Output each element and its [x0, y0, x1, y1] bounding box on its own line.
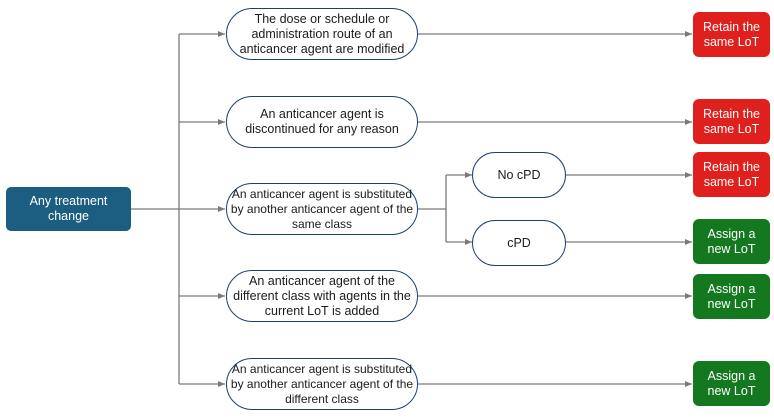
condition-different-class-added: An anticancer agent of the different cla…	[226, 270, 418, 322]
condition-substituted-different-class: An anticancer agent is substituted by an…	[226, 358, 418, 410]
outcome-retain-same-lot: Retain the same LoT	[693, 152, 770, 197]
root-node: Any treatment change	[6, 187, 131, 231]
outcome-assign-new-lot: Assign a new LoT	[693, 274, 770, 319]
condition-substituted-same-class: An anticancer agent is substituted by an…	[226, 183, 418, 235]
condition-agent-discontinued: An anticancer agent is discontinued for …	[226, 96, 418, 148]
condition-no-cpd: No cPD	[472, 152, 566, 198]
outcome-assign-new-lot: Assign a new LoT	[693, 219, 770, 264]
outcome-assign-new-lot: Assign a new LoT	[693, 361, 770, 406]
outcome-retain-same-lot: Retain the same LoT	[693, 12, 770, 57]
condition-cpd: cPD	[472, 220, 566, 266]
outcome-retain-same-lot: Retain the same LoT	[693, 99, 770, 144]
condition-dose-modified: The dose or schedule or administration r…	[226, 8, 418, 60]
